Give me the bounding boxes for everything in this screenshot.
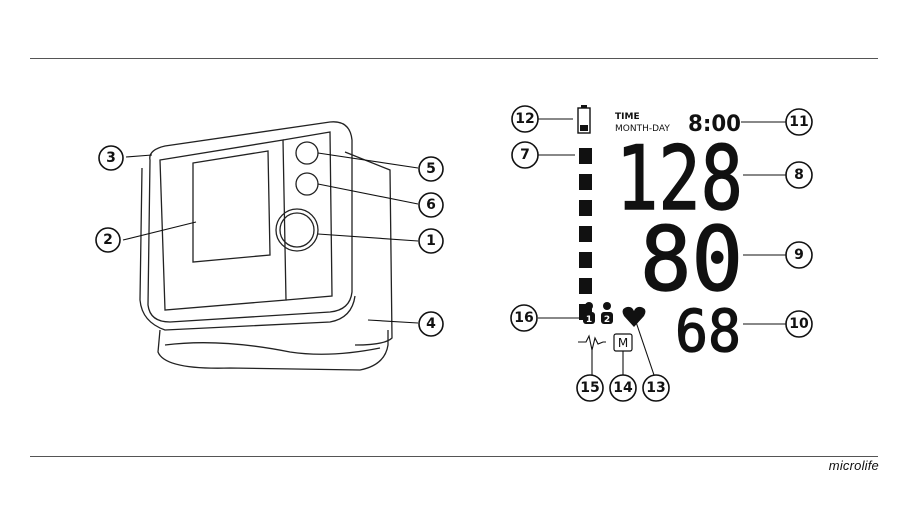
svg-text:3: 3: [106, 150, 116, 166]
callout-12: 12: [512, 106, 538, 132]
callout-11: 11: [786, 109, 812, 135]
callout-8: 8: [786, 162, 812, 188]
risk-segment: [579, 174, 592, 190]
callout-10: 10: [786, 311, 812, 337]
risk-segment: [579, 278, 592, 294]
device-housing: [148, 122, 352, 322]
svg-text:5: 5: [426, 161, 436, 177]
callout-1: 1: [419, 229, 443, 253]
svg-text:13: 13: [646, 380, 665, 396]
risk-segment: [579, 226, 592, 242]
svg-text:16: 16: [514, 310, 533, 326]
memory-icon: M: [614, 334, 632, 351]
svg-text:9: 9: [794, 247, 804, 263]
svg-text:1: 1: [586, 315, 592, 325]
callout-13: 13: [643, 375, 669, 401]
risk-indicator-bar: [579, 148, 592, 320]
svg-text:10: 10: [789, 316, 809, 332]
callout-7: 7: [512, 142, 538, 168]
display-window: [193, 151, 270, 262]
svg-text:7: 7: [520, 147, 530, 163]
callout-15: 15: [577, 375, 603, 401]
risk-segment: [579, 200, 592, 216]
risk-segment: [579, 252, 592, 268]
callout-5: 5: [419, 157, 443, 181]
svg-text:11: 11: [789, 114, 808, 130]
callout-14: 14: [610, 375, 636, 401]
time-button[interactable]: [296, 173, 318, 195]
svg-text:14: 14: [613, 380, 633, 396]
user-2-icon: 2: [601, 302, 613, 325]
lcd-display: TIME MONTH-DAY 8:00 128 80 68 1 2 M: [578, 105, 743, 365]
callout-3: 3: [99, 146, 123, 170]
svg-text:15: 15: [580, 380, 599, 396]
memory-button[interactable]: [296, 142, 318, 164]
device-illustration: [140, 122, 392, 370]
svg-text:12: 12: [515, 111, 534, 127]
svg-text:6: 6: [426, 197, 436, 213]
diastolic-value: 80: [640, 208, 743, 311]
risk-segment: [579, 148, 592, 164]
callout-2: 2: [96, 228, 120, 252]
svg-text:2: 2: [604, 315, 610, 325]
svg-text:M: M: [618, 336, 628, 350]
svg-text:4: 4: [426, 316, 436, 332]
pulse-value: 68: [675, 297, 741, 365]
heart-icon: [623, 307, 646, 327]
battery-icon: [578, 105, 590, 133]
callout-6: 6: [419, 193, 443, 217]
svg-text:8: 8: [794, 167, 804, 183]
callout-4: 4: [419, 312, 443, 336]
callout-9: 9: [786, 242, 812, 268]
cuff: [158, 330, 388, 370]
svg-text:2: 2: [103, 232, 113, 248]
time-label: TIME: [615, 112, 640, 122]
svg-text:1: 1: [426, 233, 436, 249]
callout-16: 16: [511, 305, 537, 331]
